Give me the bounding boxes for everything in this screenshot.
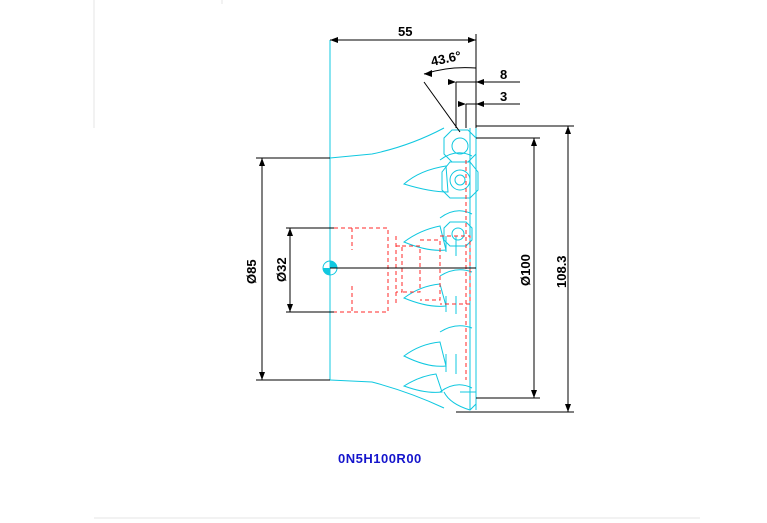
max-diameter-label: 108.3 [554, 255, 569, 288]
bore-hidden-lines [334, 160, 471, 380]
offset-8-label: 8 [500, 67, 507, 82]
length-label: 55 [398, 24, 412, 39]
dimension-max-diameter: 108.3 [456, 125, 574, 413]
part-number: 0N5H100R00 [338, 451, 422, 466]
cutting-diameter-label: Ø100 [518, 254, 533, 286]
dimension-angle: 43.6° [423, 48, 477, 133]
angle-label: 43.6° [430, 48, 463, 69]
dimension-offset-3: 3 [458, 89, 520, 128]
dimension-length: 55 [330, 24, 477, 128]
dimension-cutting-diameter: Ø100 [476, 137, 540, 399]
offset-3-label: 3 [500, 89, 507, 104]
dimension-body-diameter: Ø85 [244, 157, 330, 381]
body-diameter-label: Ø85 [244, 259, 259, 284]
sheet-frame [93, 0, 700, 519]
center-mark [322, 260, 476, 276]
bore-diameter-label: Ø32 [274, 257, 289, 282]
dimension-bore-diameter: Ø32 [274, 227, 334, 313]
dimension-offset-8: 8 [448, 67, 520, 128]
